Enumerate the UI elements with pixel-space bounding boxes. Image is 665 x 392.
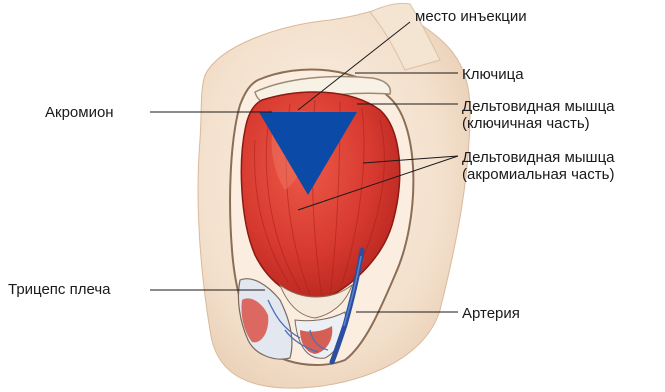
label-deltoid-clavicular-line2: (ключичная часть) xyxy=(462,115,615,132)
label-injection-site: место инъекции xyxy=(415,8,527,25)
label-deltoid-acromial-line1: Дельтовидная мышца xyxy=(462,149,615,166)
label-artery: Артерия xyxy=(462,305,520,322)
label-acromion: Акромион xyxy=(45,104,114,121)
label-clavicle: Ключица xyxy=(462,66,524,83)
label-deltoid-clavicular: Дельтовидная мышца (ключичная часть) xyxy=(462,98,615,132)
label-deltoid-clavicular-line1: Дельтовидная мышца xyxy=(462,98,615,115)
label-triceps: Трицепс плеча xyxy=(8,281,110,298)
label-deltoid-acromial-line2: (акромиальная часть) xyxy=(462,166,615,183)
label-deltoid-acromial: Дельтовидная мышца (акромиальная часть) xyxy=(462,149,615,183)
